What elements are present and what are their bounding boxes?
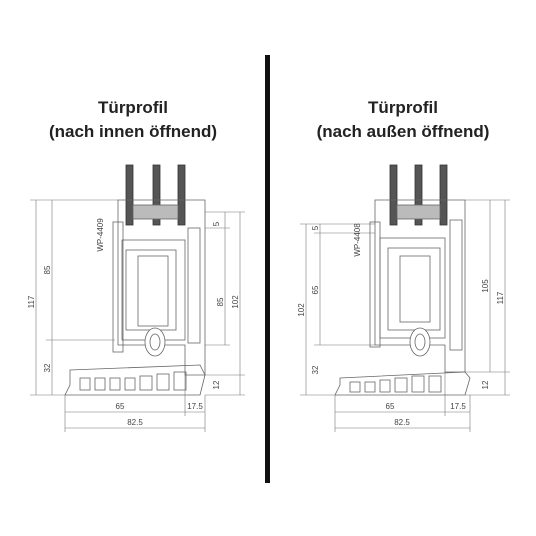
dim-12-inward: 12 — [212, 380, 221, 389]
dim-82-5-outward: 82.5 — [394, 418, 410, 427]
dim-17-5-outward: 17.5 — [450, 402, 466, 411]
dim-65-horizontal-outward: 65 — [386, 402, 395, 411]
glass-pane-inward — [125, 164, 186, 226]
panel-divider — [265, 55, 270, 483]
profile-drawing-inward: 117 85 32 85 102 5 12 65 17.5 82.5 WP-44… — [27, 164, 245, 432]
dim-102-outward: 102 — [297, 303, 306, 317]
title-line2-inward: (nach innen öffnend) — [48, 122, 218, 141]
dim-85b-inward: 85 — [216, 297, 225, 306]
title-line1-inward: Türprofil — [98, 98, 168, 117]
dim-102-inward: 102 — [231, 295, 240, 309]
dim-5-outward: 5 — [311, 225, 320, 230]
dim-17-5-inward: 17.5 — [187, 402, 203, 411]
sill-profile-inward — [64, 364, 206, 396]
title-line2-outward: (nach außen öffnend) — [316, 122, 490, 141]
dim-65-vertical-outward: 65 — [311, 285, 320, 294]
dim-65-inward: 65 — [116, 402, 125, 411]
dim-117-inward: 117 — [27, 295, 36, 308]
dim-32-outward: 32 — [311, 365, 320, 374]
title-line1-outward: Türprofil — [368, 98, 438, 117]
dim-5-inward: 5 — [212, 221, 221, 226]
dim-32-inward: 32 — [43, 363, 52, 372]
glass-pane-outward — [389, 164, 448, 226]
panel-outward: Türprofil (nach außen öffnend) — [270, 0, 536, 536]
profile-code-inward: WP-4409 — [96, 218, 105, 252]
dim-117-outward: 117 — [496, 291, 505, 304]
dim-82-5-inward: 82.5 — [127, 418, 143, 427]
profile-code-outward: WP-4408 — [353, 223, 362, 257]
dim-12-outward: 12 — [481, 380, 490, 389]
dim-105-outward: 105 — [481, 279, 490, 293]
panel-inward: Türprofil (nach innen öffnend) — [0, 0, 266, 536]
sill-profile-outward — [334, 371, 471, 396]
profile-drawing-outward: 102 65 5 32 105 117 12 65 17.5 82.5 WP-4… — [297, 164, 510, 432]
dim-85a-inward: 85 — [43, 265, 52, 274]
